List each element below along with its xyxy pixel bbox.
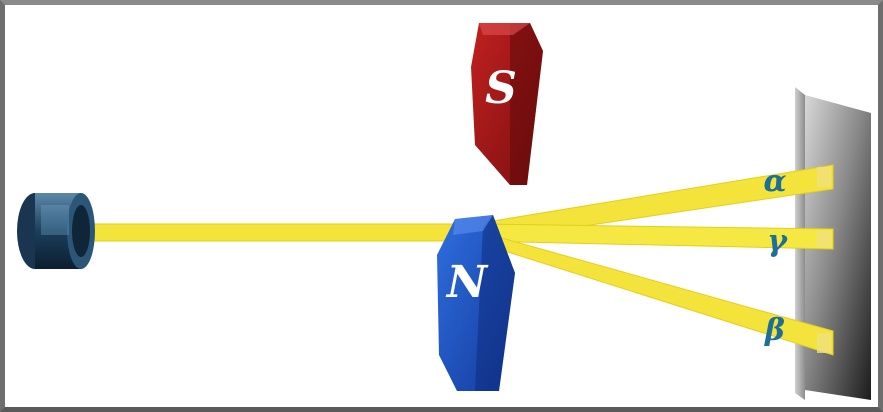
beta-label: β [764, 313, 785, 348]
radiation-deflection-diagram: S N α γ β [5, 5, 878, 407]
south-magnet: S [471, 23, 543, 185]
incident-beam [85, 224, 475, 241]
gamma-label: γ [767, 224, 788, 259]
south-pole-label: S [485, 63, 517, 114]
north-pole-label: N [445, 257, 489, 308]
radioactive-source-icon [17, 193, 95, 269]
alpha-label: α [763, 164, 786, 199]
